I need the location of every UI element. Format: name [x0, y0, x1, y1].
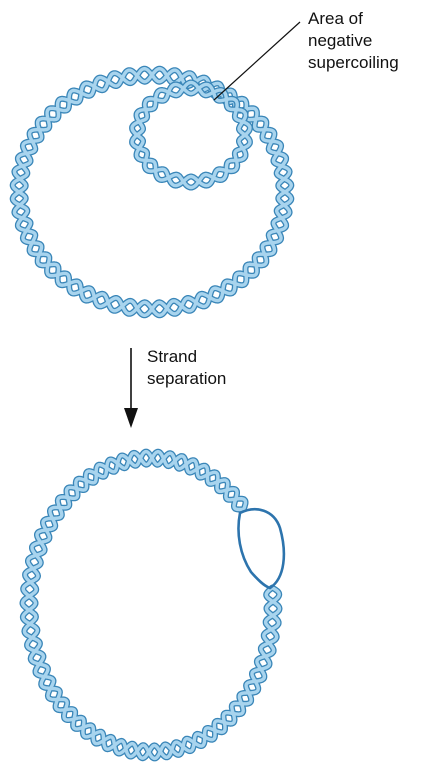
- arrow-head-icon: [124, 408, 138, 428]
- strand-separation-panel: [23, 452, 284, 759]
- separation-bubble: [238, 509, 283, 588]
- arrow-label-line-1: Strand: [147, 347, 197, 366]
- annotation-line-2: negative: [308, 31, 372, 50]
- outer-dna-circle-separated: [23, 452, 280, 759]
- supercoiled-dna-panel: Area of negative supercoiling: [13, 9, 399, 315]
- outer-dna-circle: [13, 69, 292, 316]
- annotation-leader-line: [214, 22, 300, 100]
- negative-supercoil-loop: [132, 83, 250, 188]
- annotation-line-3: supercoiling: [308, 53, 399, 72]
- annotation-line-1: Area of: [308, 9, 363, 28]
- arrow-label-line-2: separation: [147, 369, 226, 388]
- arrow-label: Strand separation: [147, 347, 226, 388]
- transition-arrow: Strand separation: [124, 347, 226, 428]
- annotation-label: Area of negative supercoiling: [308, 9, 399, 72]
